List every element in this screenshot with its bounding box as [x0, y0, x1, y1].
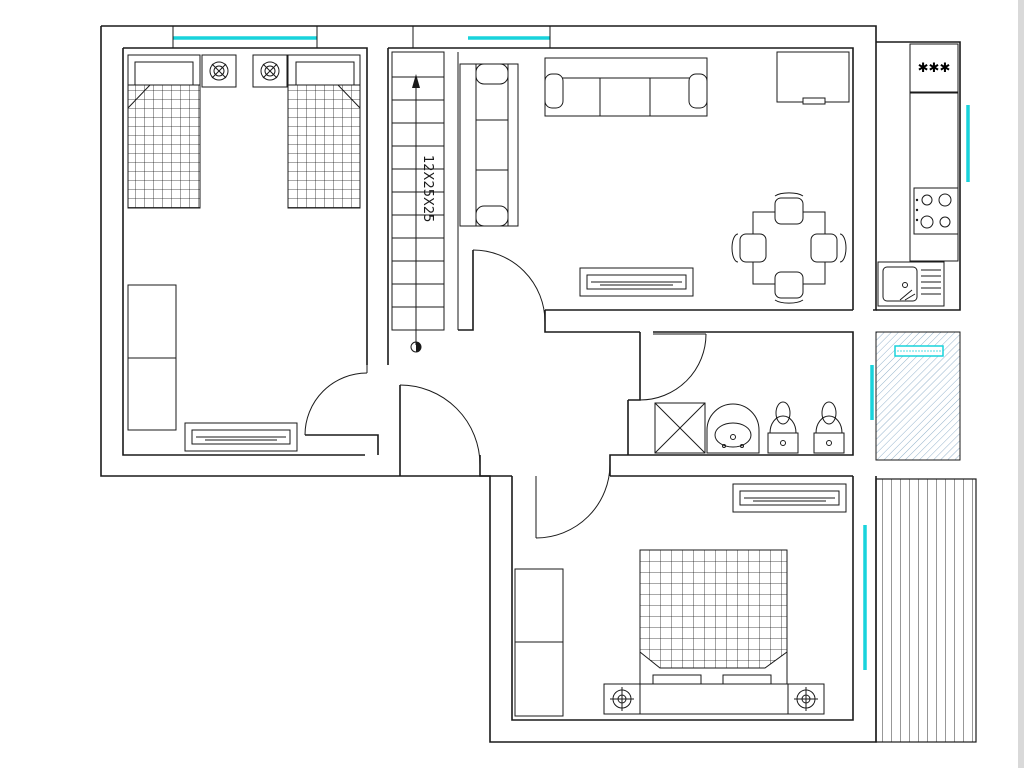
kitchen-sink — [877, 261, 945, 307]
living-room — [459, 51, 850, 304]
windows — [172, 26, 970, 670]
nightstand-left — [201, 54, 237, 88]
double-bed — [639, 549, 788, 689]
page-right-edge — [1018, 0, 1024, 768]
hatched-area — [875, 331, 961, 461]
fridge — [909, 43, 959, 93]
chair-bottom — [774, 271, 804, 299]
stair-dimension-label: 12X25X25 — [420, 155, 435, 222]
bidet — [813, 432, 845, 454]
kitchen: ✱✱✱ — [876, 41, 961, 311]
master-bedroom — [514, 483, 847, 717]
bathroom — [654, 401, 845, 454]
kitchen-counter — [909, 92, 959, 262]
left-bedroom — [127, 54, 361, 452]
stairs: 12X25X25 — [391, 51, 459, 353]
chair-right — [810, 233, 838, 263]
chair-top — [774, 197, 804, 225]
tv-unit — [776, 51, 850, 103]
chair-left — [739, 233, 767, 263]
deck — [875, 478, 977, 743]
fridge-symbol: ✱✱✱ — [918, 61, 951, 76]
washbasin — [706, 403, 760, 454]
stove — [913, 187, 959, 235]
toilet — [767, 432, 799, 454]
doors — [304, 249, 707, 539]
